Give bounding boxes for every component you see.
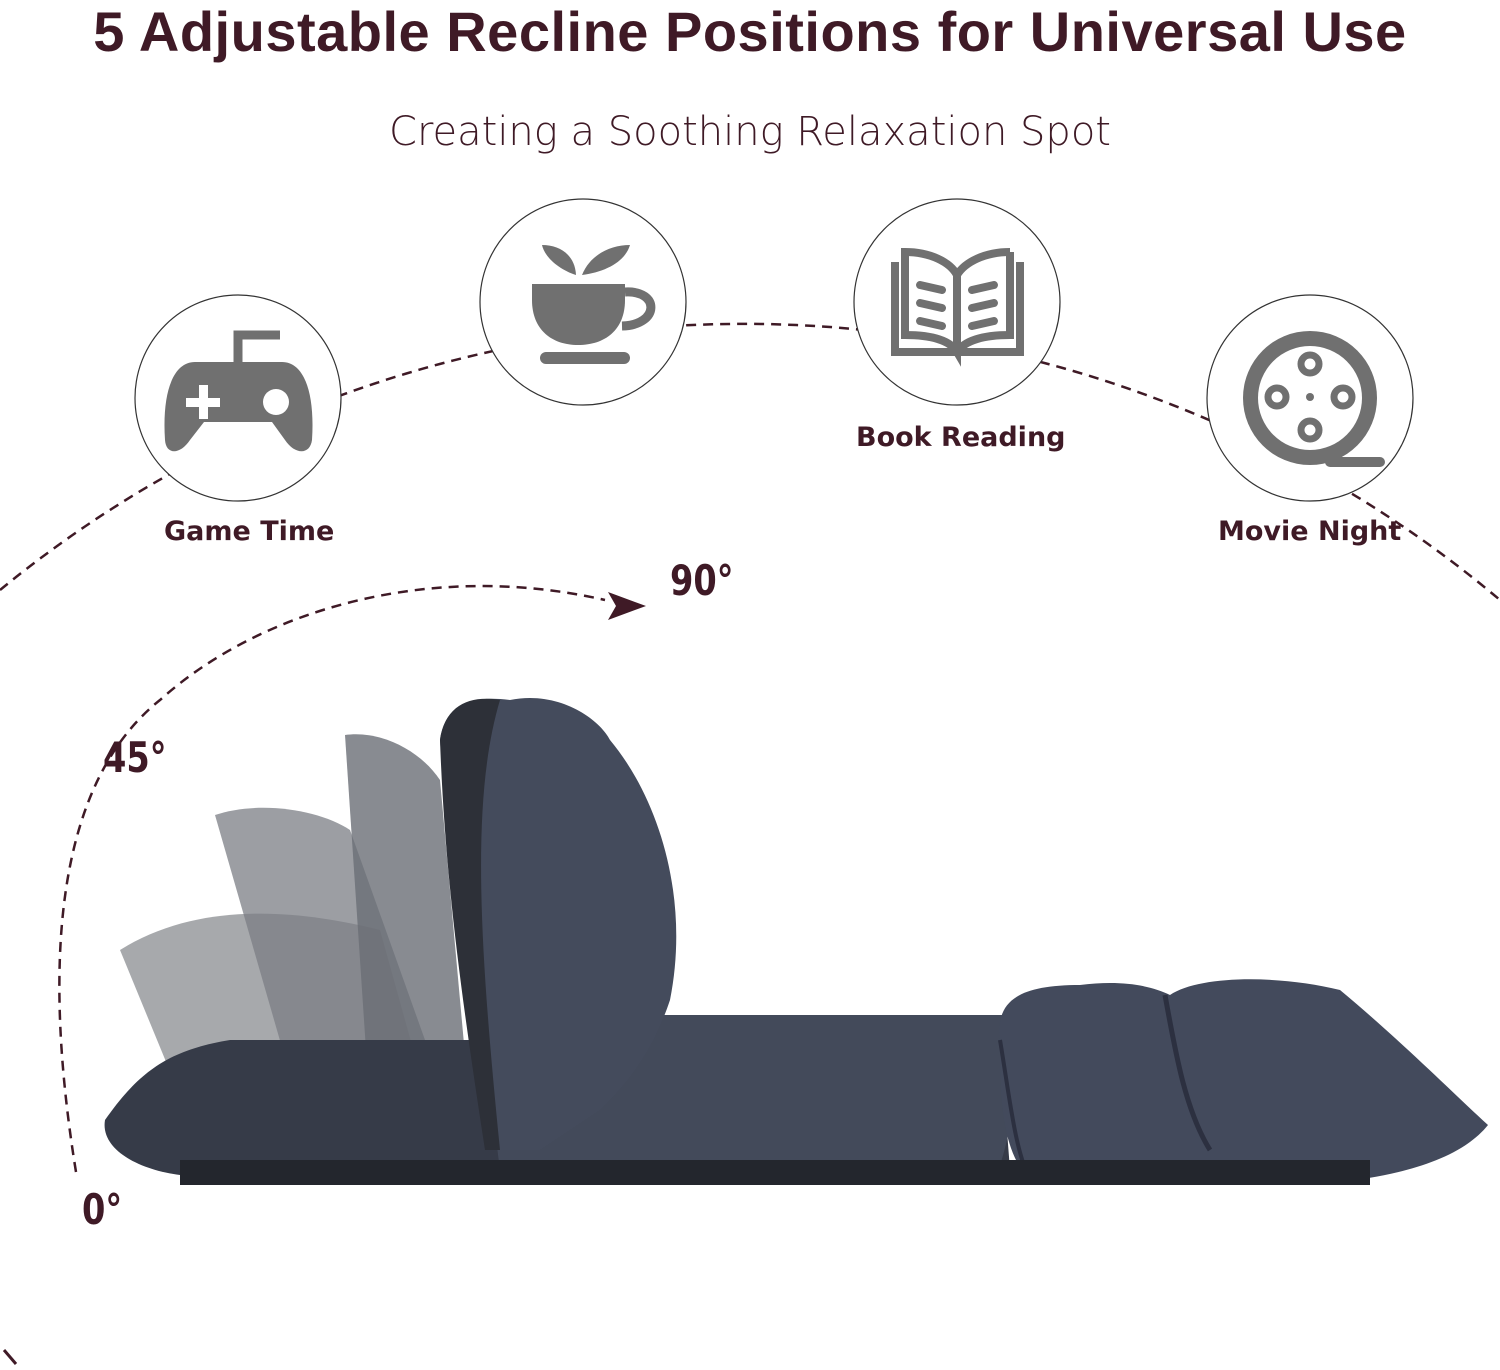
gamepad-icon [164, 330, 313, 452]
label-movie-night: Movie Night [1218, 516, 1402, 547]
page-title: 5 Adjustable Recline Positions for Unive… [93, 0, 1407, 63]
sofa-bottom-strip [180, 1160, 1370, 1185]
circle-game [134, 198, 1414, 502]
angle-45-label: 45° [103, 733, 167, 782]
film-reel-icon [1243, 331, 1385, 467]
book-icon [891, 247, 1024, 367]
label-book-reading: Book Reading [856, 422, 1066, 453]
arc-dash-bottom [2, 1349, 18, 1365]
label-game-time: Game Time [164, 516, 335, 547]
arrow-icon [608, 592, 646, 620]
angle-0-label: 0° [82, 1185, 123, 1234]
sofa-foot-cushion [999, 979, 1488, 1182]
angle-90-label: 90° [670, 556, 734, 605]
sofa-back [440, 698, 677, 1150]
subtitle: Creating a Soothing Relaxation Spot [389, 109, 1111, 155]
recline-arc [58, 584, 606, 1173]
tea-cup-icon [532, 245, 656, 364]
